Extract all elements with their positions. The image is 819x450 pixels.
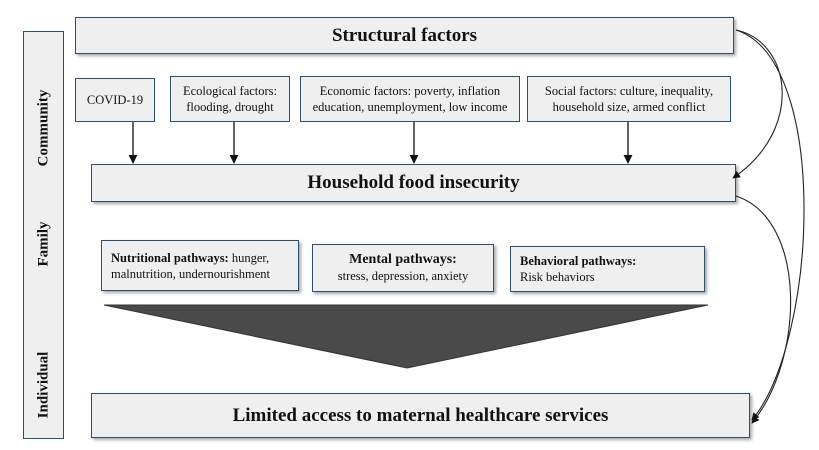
levels-bar xyxy=(23,31,64,439)
mental-line-2: stress, depression, anxiety xyxy=(337,269,469,283)
structural-factors-box: Structural factors xyxy=(75,17,734,54)
maternal-healthcare-access-box: Limited access to maternal healthcare se… xyxy=(91,393,750,438)
covid-label: COVID-19 xyxy=(86,93,144,107)
food-insecurity-box: Household food insecurity xyxy=(91,164,736,202)
mental-title: Mental pathways: xyxy=(349,252,457,267)
nutritional-title: Nutritional pathways: xyxy=(111,250,229,265)
ecological-line-1: Ecological factors: xyxy=(182,84,278,98)
arrow-structural-to-insecurity xyxy=(732,29,783,179)
food-insecurity-label: Household food insecurity xyxy=(307,172,520,193)
arrow-insecurity-to-access xyxy=(735,195,792,424)
economic-line-1: Economic factors: poverty, inflation xyxy=(319,84,501,98)
covid-box: COVID-19 xyxy=(75,78,155,122)
pathways-funnel xyxy=(103,304,709,369)
social-factors-box: Social factors: culture, inequality, hou… xyxy=(527,76,731,122)
behavioral-line-2: Risk behaviors xyxy=(520,270,595,284)
mental-pathways-box: Mental pathways: stress, depression, anx… xyxy=(312,244,494,292)
economic-line-2: education, unemployment, low income xyxy=(312,100,508,114)
nutritional-pathways-box: Nutritional pathways: hunger, malnutriti… xyxy=(101,240,299,291)
structural-factors-label: Structural factors xyxy=(331,24,478,46)
ecological-factors-box: Ecological factors: flooding, drought xyxy=(170,76,290,122)
social-line-2: household size, armed conflict xyxy=(552,100,706,114)
economic-factors-box: Economic factors: poverty, inflation edu… xyxy=(300,76,520,122)
arrow-structural-to-access xyxy=(735,29,805,421)
nutritional-line-2: malnutrition, undernourishment xyxy=(111,266,271,281)
nutritional-line-1: hunger, xyxy=(228,250,270,265)
maternal-healthcare-access-label: Limited access to maternal healthcare se… xyxy=(232,404,609,426)
ecological-line-2: flooding, drought xyxy=(186,100,274,114)
behavioral-title: Behavioral pathways: xyxy=(520,254,637,268)
behavioral-pathways-box: Behavioral pathways: Risk behaviors xyxy=(510,246,705,292)
social-line-1: Social factors: culture, inequality, xyxy=(544,84,714,98)
